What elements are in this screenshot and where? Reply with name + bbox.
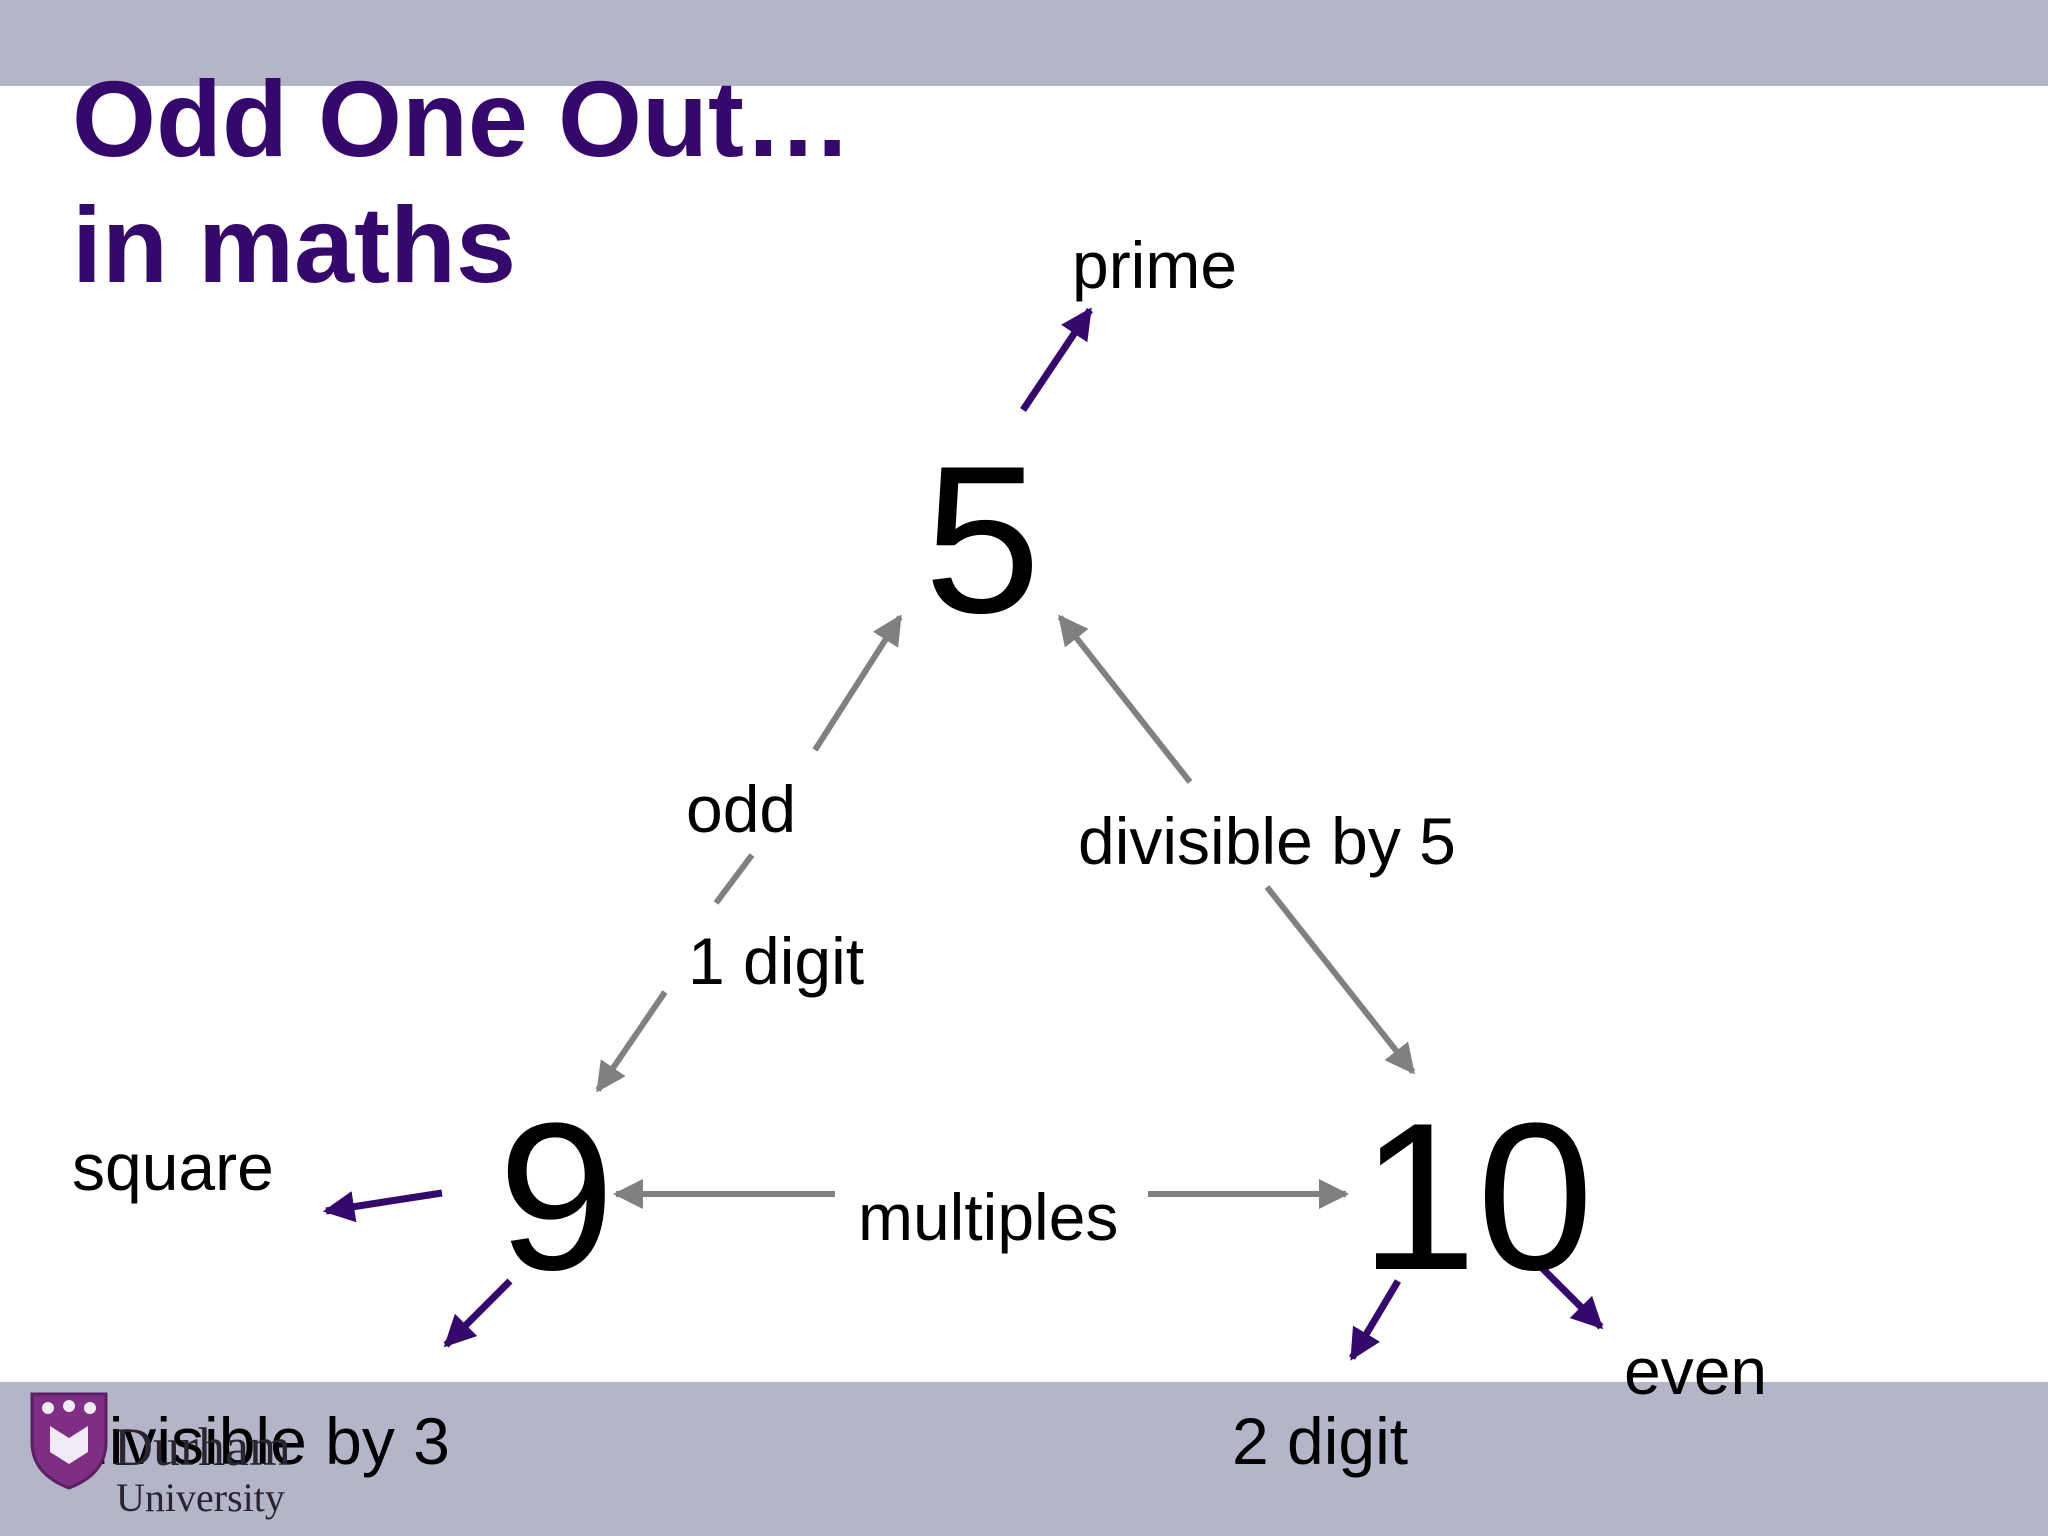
slide-title: Odd One Out… in maths [72, 56, 852, 308]
label-divisible-by-5: divisible by 5 [1078, 804, 1456, 878]
arrow-div5-to-10 [1264, 885, 1416, 1075]
logo-name: Durham [114, 1417, 291, 1477]
arrow-1digit-to-9 [595, 990, 668, 1093]
arrow-to-divisible-by-3 [443, 1278, 513, 1348]
label-prime: prime [1072, 228, 1238, 302]
arrow-odd-to-5 [812, 614, 903, 752]
logo-subtitle: University [116, 1475, 285, 1520]
label-even: even [1624, 1334, 1768, 1408]
number-5: 5 [924, 422, 1041, 657]
title-line-2: in maths [72, 184, 517, 305]
arrow-to-square [322, 1189, 443, 1223]
label-odd: odd [686, 772, 797, 846]
label-2-digit: 2 digit [1232, 1404, 1409, 1478]
label-square: square [72, 1130, 274, 1204]
arrow-to-even [1535, 1261, 1604, 1330]
footer-band [0, 1382, 2048, 1536]
number-9: 9 [498, 1079, 615, 1314]
title-line-1: Odd One Out… [72, 58, 852, 179]
arrow-to-2-digit [1348, 1279, 1402, 1361]
shield-icon [30, 1392, 108, 1490]
arrow-to-prime [1020, 307, 1093, 412]
label-divisible-by-3: divisible by 3 [72, 1404, 450, 1478]
durham-university-logo: Durham University [28, 1390, 328, 1530]
label-multiples: multiples [858, 1180, 1119, 1254]
header-band [0, 0, 2048, 86]
label-1-digit: 1 digit [688, 924, 865, 998]
arrow-div5-to-5 [1057, 614, 1193, 784]
arrow-odd-dash [713, 853, 755, 905]
number-10: 10 [1360, 1079, 1594, 1314]
